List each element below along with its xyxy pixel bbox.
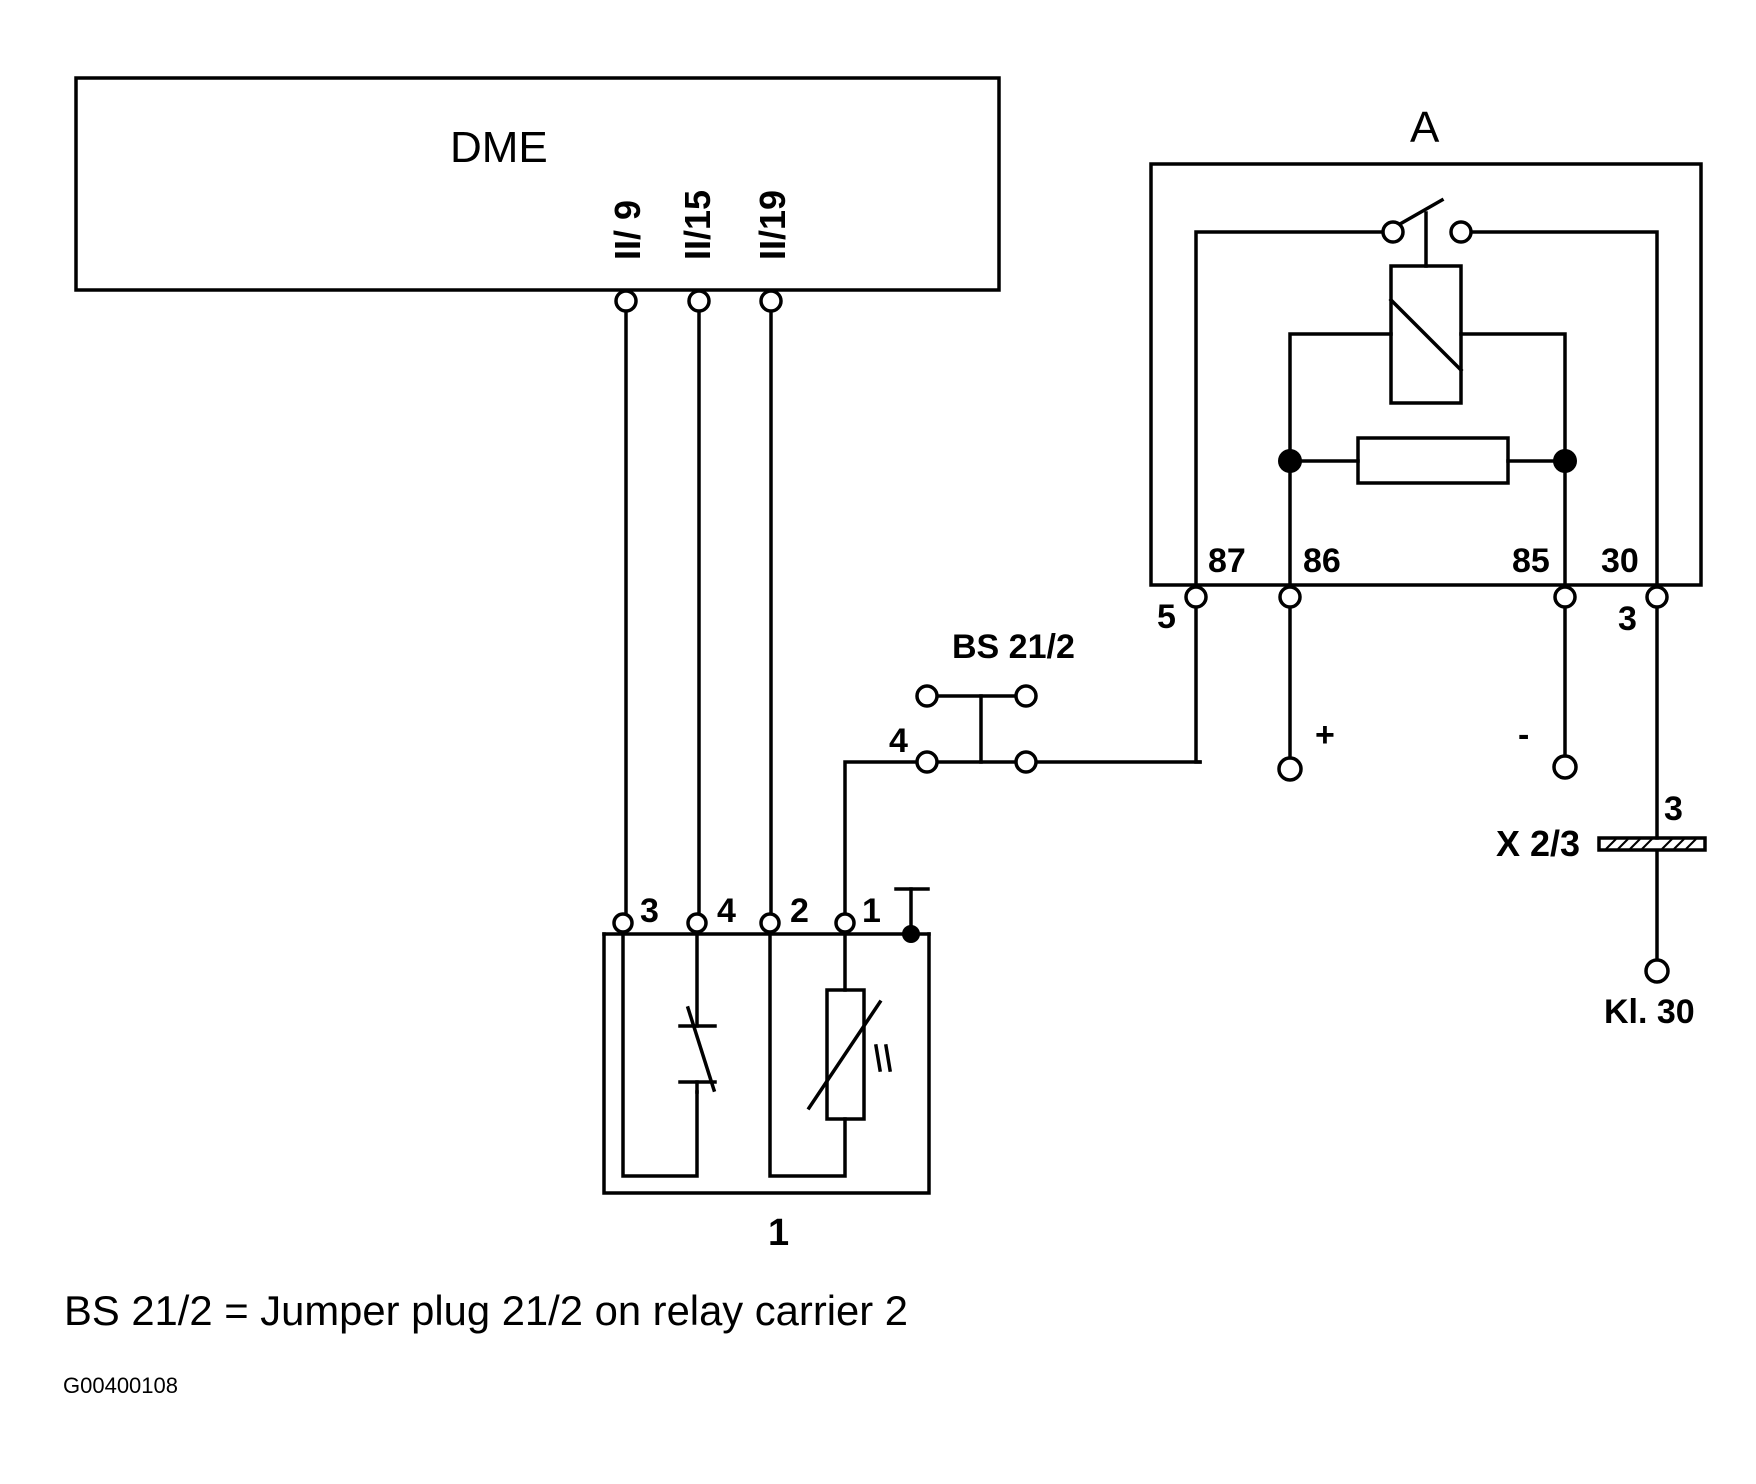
- contact-left: [1381, 220, 1405, 244]
- relay-pin-30: 30: [1601, 542, 1639, 580]
- sensor-pin-1: 1: [862, 892, 881, 930]
- dme-box: [74, 76, 1001, 292]
- jumper-terminal-br: [1014, 750, 1038, 774]
- wire-sensor-to-jumper: [843, 760, 920, 915]
- figure-id: G00400108: [63, 1373, 178, 1398]
- sensor-terminal-3: [612, 912, 634, 934]
- connector-x23-body: [1597, 836, 1707, 852]
- junction-86: [1278, 449, 1302, 473]
- temp-mark-1: [873, 1043, 883, 1073]
- terminal-kl30-label: Kl. 30: [1604, 993, 1695, 1031]
- terminal-ii19: [759, 289, 783, 313]
- dme-pin-ii19: II/19: [752, 190, 793, 260]
- relay-terminal-85: [1553, 585, 1577, 609]
- wire-coil-86: [1288, 332, 1393, 587]
- supply-minus: -: [1518, 716, 1529, 754]
- sensor-pin-4: 4: [717, 892, 736, 930]
- dme-pin-ii15: II/15: [677, 190, 718, 260]
- jumper-plug: BS 21/2 4: [843, 628, 1202, 915]
- terminal-minus: [1552, 754, 1578, 780]
- terminal-kl30: [1644, 958, 1670, 984]
- sensor-terminal-1: [834, 912, 856, 934]
- sensor-terminal-2: [759, 912, 781, 934]
- terminal-plus: [1277, 756, 1303, 782]
- wire-coil-85: [1459, 332, 1567, 587]
- dme-wires: [614, 289, 783, 917]
- jumper-terminal-tl: [915, 684, 939, 708]
- relay-terminal-30: [1645, 585, 1669, 609]
- sensor-unit: 3 4 2 1 1: [602, 887, 931, 1254]
- relay-terminal-86: [1278, 585, 1302, 609]
- terminal-ii9: [614, 289, 638, 313]
- sensor-label: 1: [768, 1212, 789, 1254]
- sensor-pin-3: 3: [640, 892, 659, 930]
- supply-plus: +: [1315, 716, 1335, 754]
- dme-title: DME: [450, 123, 548, 172]
- relay-connector-pin-5: 5: [1157, 598, 1176, 636]
- relay-pin-85: 85: [1512, 542, 1550, 580]
- ground-junction: [902, 925, 920, 943]
- relay-box: [1149, 162, 1703, 587]
- relay-title: A: [1410, 103, 1440, 152]
- relay-pin-87: 87: [1208, 542, 1246, 580]
- relay-pin-86: 86: [1303, 542, 1341, 580]
- sensor-terminal-4: [686, 912, 708, 934]
- sensor-box: [602, 932, 931, 1195]
- terminal-ii15: [687, 289, 711, 313]
- relay-connector-pin-3: 3: [1618, 600, 1637, 638]
- jumper-label: BS 21/2: [952, 628, 1075, 666]
- thermistor-arrow: [806, 999, 883, 1111]
- jumper-terminal-tr: [1014, 684, 1038, 708]
- sensor-pin-2: 2: [790, 892, 809, 930]
- connector-x23: X 2/3 3 Kl. 30: [1496, 790, 1707, 1031]
- loop-right: [768, 932, 847, 1178]
- switch-blade: [685, 1005, 717, 1093]
- loop-left: [621, 932, 699, 1178]
- relay-coil-diagonal: [1388, 297, 1464, 373]
- wire-87-contact: [1194, 230, 1385, 587]
- footnote: BS 21/2 = Jumper plug 21/2 on relay carr…: [64, 1287, 908, 1334]
- connector-x23-pin: 3: [1664, 790, 1683, 828]
- jumper-pin-4: 4: [889, 722, 908, 760]
- relay-resistor: [1356, 436, 1510, 485]
- dme-pin-ii9: II/ 9: [607, 200, 648, 260]
- dme-unit: DME II/ 9 II/15 II/19: [74, 76, 1001, 292]
- contact-blade: [1397, 197, 1445, 227]
- jumper-terminal-bl: [915, 750, 939, 774]
- temp-mark-2: [883, 1043, 893, 1073]
- wire-pin5-down: [1194, 606, 1202, 764]
- junction-85: [1553, 449, 1577, 473]
- relay-a: A 87 86 85 30 5 3: [1149, 103, 1703, 962]
- thermistor-body: [825, 988, 866, 1121]
- wire-30-contact: [1469, 230, 1659, 587]
- contact-right: [1449, 220, 1473, 244]
- relay-terminal-87: [1184, 585, 1208, 609]
- connector-x23-label: X 2/3: [1496, 823, 1580, 864]
